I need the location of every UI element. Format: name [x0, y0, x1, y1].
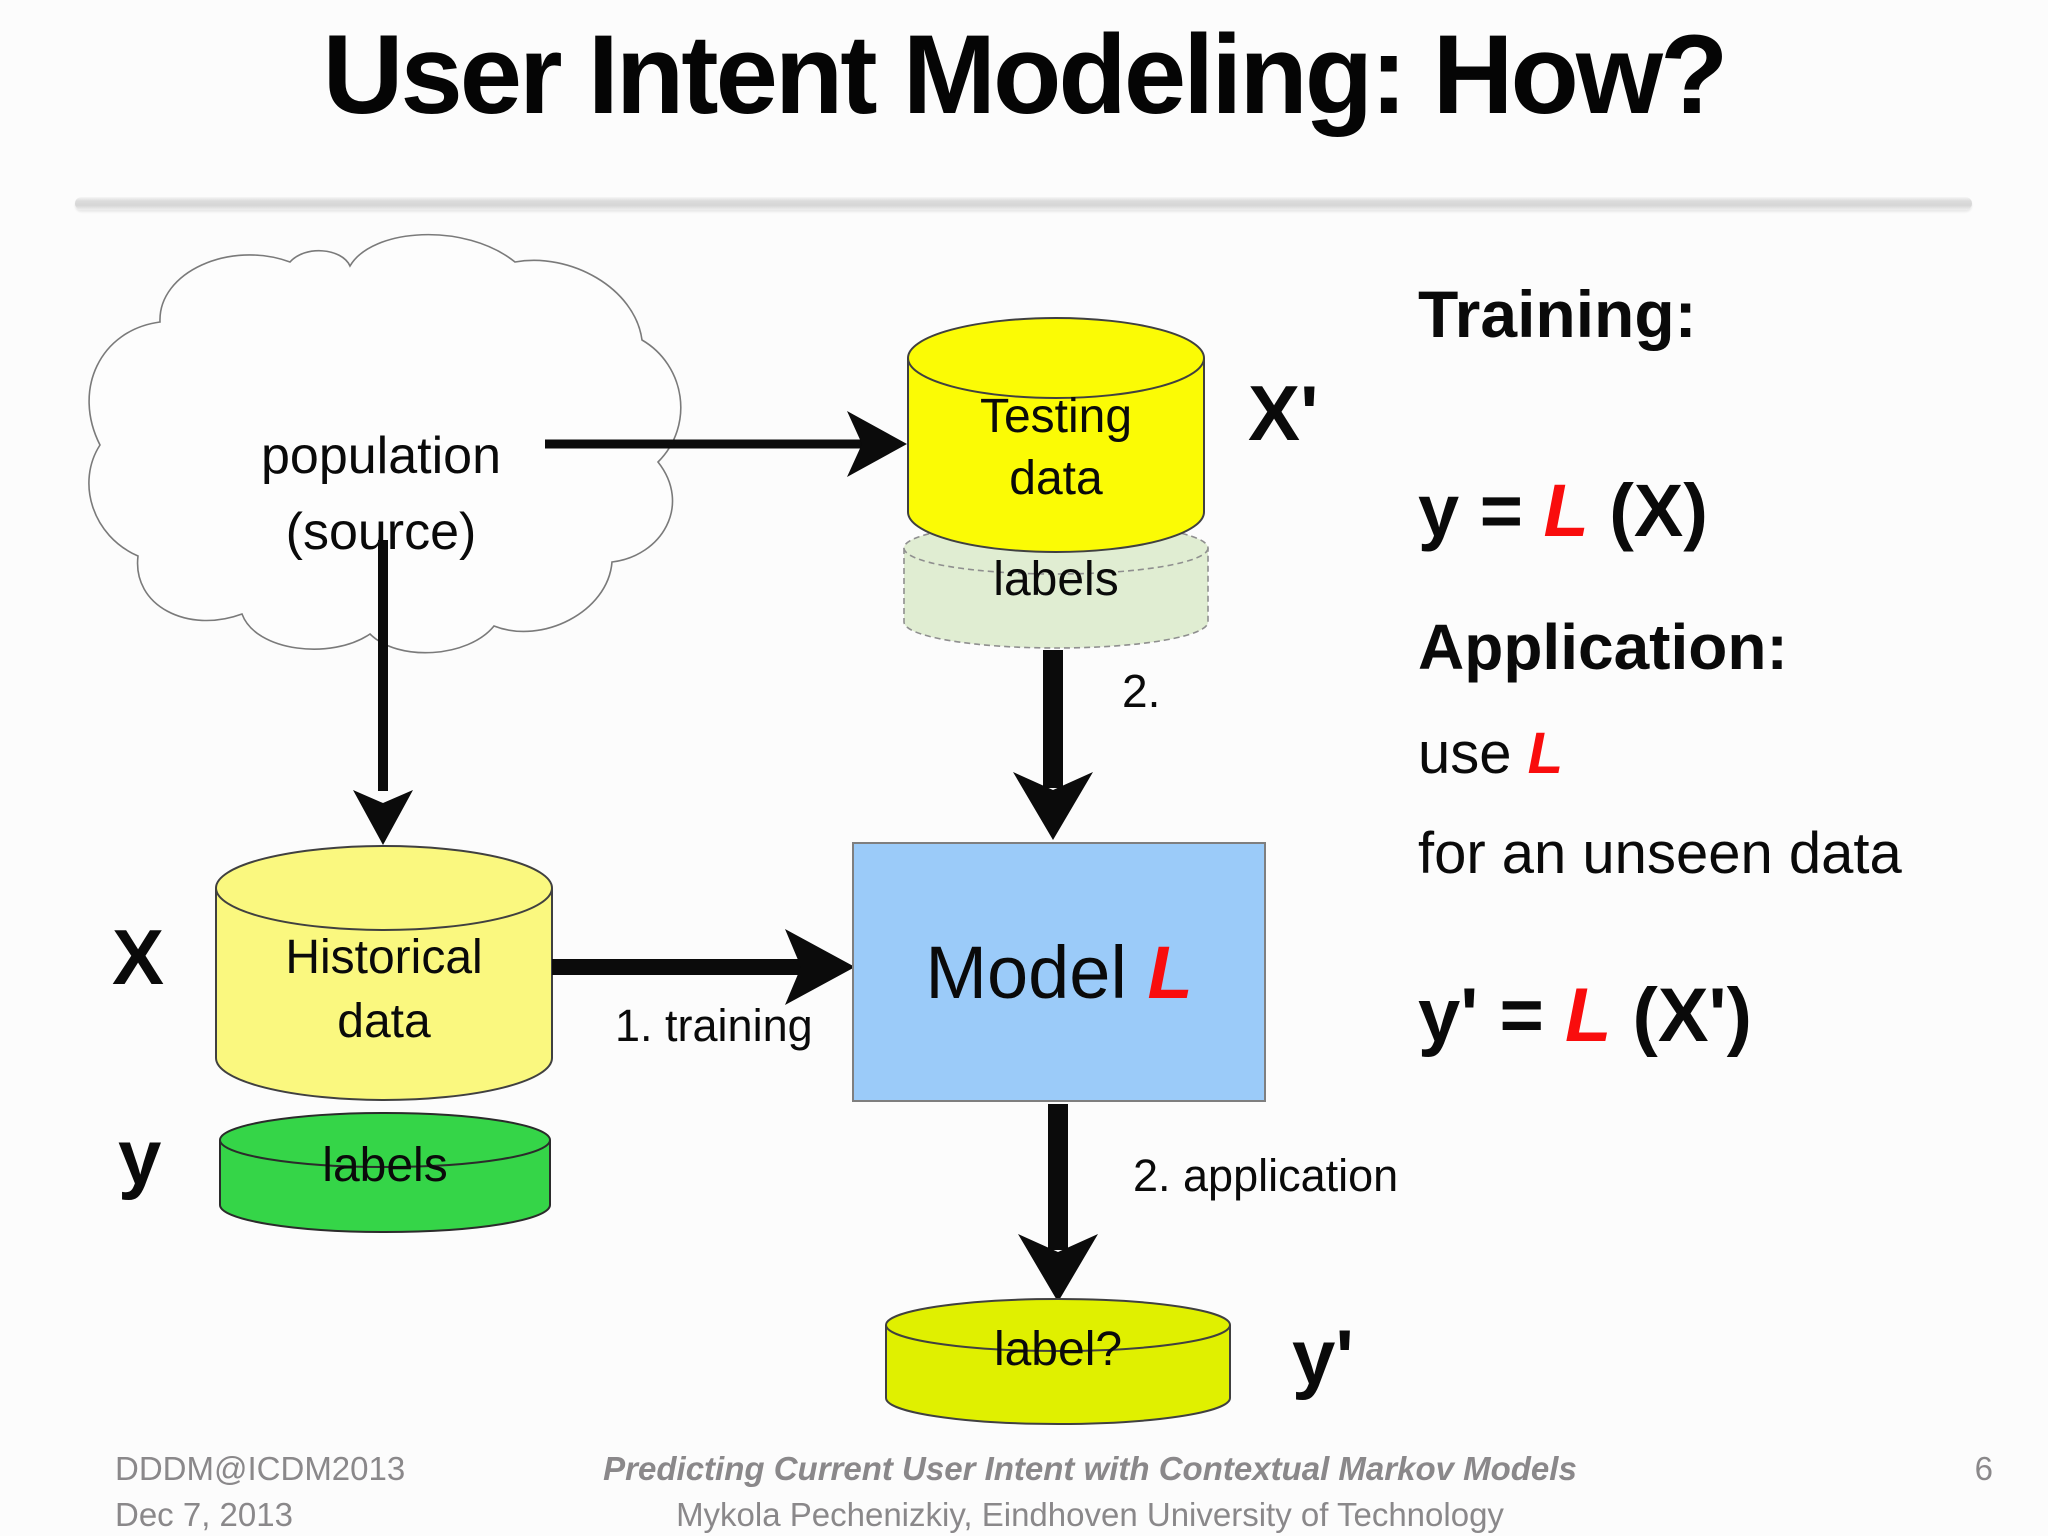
population-cloud-shape: [88, 233, 682, 654]
arrow-population-to-historical: [353, 540, 413, 845]
application-equation: y' = L (X'): [1418, 972, 1752, 1059]
population-cloud-label: population (source): [206, 418, 556, 570]
testing-data-cylinder: [907, 317, 1205, 553]
testing-labels-label: labels: [993, 553, 1119, 606]
footer-author: Mykola Pechenizkiy, Eindhoven University…: [676, 1496, 1504, 1533]
training-heading: Training:: [1418, 277, 1697, 351]
training-equation: y = L (X): [1418, 468, 1708, 553]
arrow-model-to-output: [1018, 1104, 1098, 1302]
marker-y: y: [118, 1113, 162, 1201]
model-label: Model L: [853, 930, 1265, 1015]
historical-line2: data: [337, 995, 431, 1048]
arrow-population-to-testing: [545, 411, 907, 477]
footer-date: Dec 7, 2013: [115, 1496, 293, 1533]
footer-paper-title: Predicting Current User Intent with Cont…: [603, 1450, 1577, 1487]
unseen-data-line: for an unseen data: [1418, 821, 1902, 886]
model-label-symbol: L: [1147, 931, 1193, 1014]
use-prefix: use: [1418, 721, 1528, 786]
testing-data-label: Testing data: [908, 386, 1204, 510]
training-eq-rhs: (X): [1588, 469, 1708, 552]
model-label-prefix: Model: [925, 931, 1148, 1014]
training-eq-lhs: y =: [1418, 469, 1544, 552]
footer-page-number: 6: [1974, 1450, 1993, 1487]
historical-data-label: Historical data: [216, 926, 552, 1054]
marker-x: X: [112, 913, 165, 1001]
model-box: [852, 842, 1266, 1102]
testing-line2: data: [1009, 452, 1103, 505]
step-label-two: 2.: [1122, 665, 1161, 717]
application-heading: Application:: [1418, 611, 1788, 683]
slide-title: User Intent Modeling: How?: [322, 12, 1729, 137]
step-label-training: 1. training: [615, 1000, 813, 1051]
cloud-line1: population: [261, 427, 501, 485]
arrow-historical-to-model: [552, 929, 855, 1005]
application-eq-l: L: [1564, 973, 1612, 1058]
cloud-line2: (source): [285, 503, 477, 561]
arrow-labels-to-model: [1013, 650, 1093, 840]
historical-labels-cylinder: [219, 1112, 551, 1233]
step-label-application: 2. application: [1133, 1150, 1399, 1201]
historical-line1: Historical: [285, 931, 483, 984]
title-divider: [75, 197, 1972, 210]
use-l-line: use L: [1418, 720, 1563, 787]
footer-left: DDDM@ICDM2013 Dec 7, 2013: [115, 1446, 405, 1536]
output-label: label?: [993, 1323, 1123, 1376]
application-eq-rhs: (X'): [1611, 973, 1752, 1058]
marker-x-prime: X': [1248, 369, 1319, 457]
output-label-cylinder: [885, 1298, 1231, 1425]
use-l-symbol: L: [1527, 721, 1564, 786]
application-eq-lhs: y' =: [1418, 973, 1565, 1058]
testing-line1: Testing: [979, 390, 1133, 443]
training-eq-l: L: [1543, 469, 1589, 552]
historical-labels-label: labels: [322, 1139, 448, 1192]
historical-data-cylinder: [215, 845, 553, 1101]
footer-conference: DDDM@ICDM2013: [115, 1450, 406, 1487]
marker-y-prime: y': [1292, 1313, 1354, 1401]
footer-center: Predicting Current User Intent with Cont…: [560, 1446, 1620, 1536]
